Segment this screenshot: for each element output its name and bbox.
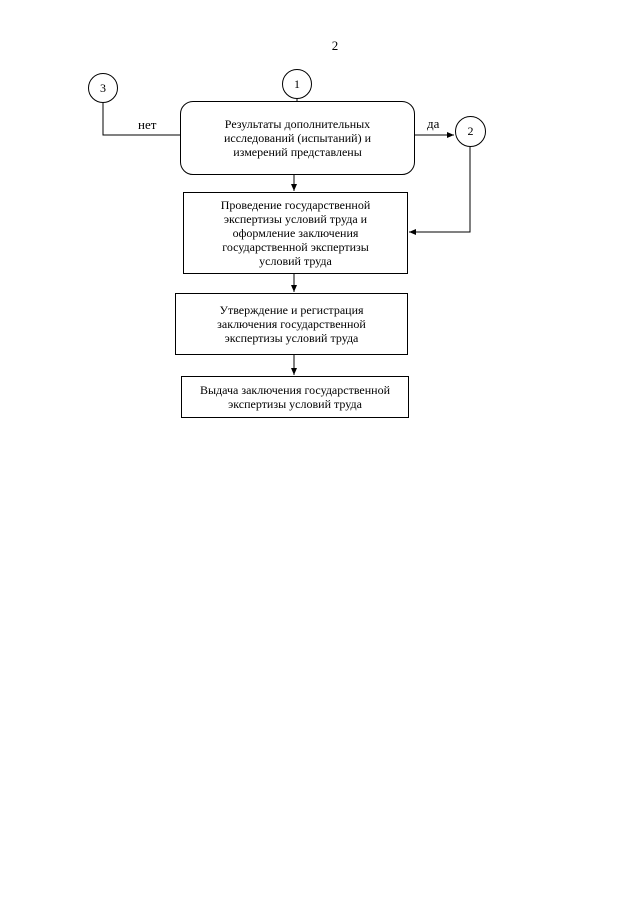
- connector-1-label: 1: [294, 76, 300, 91]
- step-text-line: условий труда: [259, 254, 332, 268]
- step-state-expertise: Проведение государственной экспертизы ус…: [183, 192, 408, 274]
- arrow-c2-to-expertise: [409, 147, 471, 235]
- step-text-line: заключения государственной: [217, 317, 366, 331]
- step-approval-registration: Утверждение и регистрация заключения гос…: [175, 293, 408, 355]
- connector-3-label: 3: [100, 80, 106, 95]
- decision-text-line: измерений представлены: [233, 145, 362, 159]
- branch-label-no: нет: [138, 117, 157, 132]
- decision-results-submitted: Результаты дополнительных исследований (…: [180, 101, 415, 175]
- step-text-line: экспертизы условий труда и: [223, 212, 368, 226]
- decision-text-line: Результаты дополнительных: [224, 117, 371, 131]
- step-text-line: Утверждение и регистрация: [219, 303, 364, 317]
- connector-1: 1: [282, 69, 312, 99]
- step-text-line: государственной экспертизы: [222, 240, 369, 254]
- step-text-line: экспертизы условий труда: [228, 397, 362, 411]
- step-text-line: Выдача заключения государственной: [199, 383, 391, 397]
- branch-label-yes: да: [427, 116, 440, 131]
- page-number: 2: [331, 38, 339, 53]
- step-text-line: оформление заключения: [232, 226, 359, 240]
- step-text-line: экспертизы условий труда: [224, 331, 359, 345]
- connector-2: 2: [455, 116, 486, 147]
- connector-2-label: 2: [467, 124, 474, 138]
- decision-text-line: исследований (испытаний) и: [223, 131, 372, 145]
- line-no-branch: [102, 103, 180, 136]
- step-text-line: Проведение государственной: [220, 198, 371, 212]
- connector-3: 3: [88, 73, 118, 103]
- step-issue-conclusion: Выдача заключения государственной экспер…: [181, 376, 409, 418]
